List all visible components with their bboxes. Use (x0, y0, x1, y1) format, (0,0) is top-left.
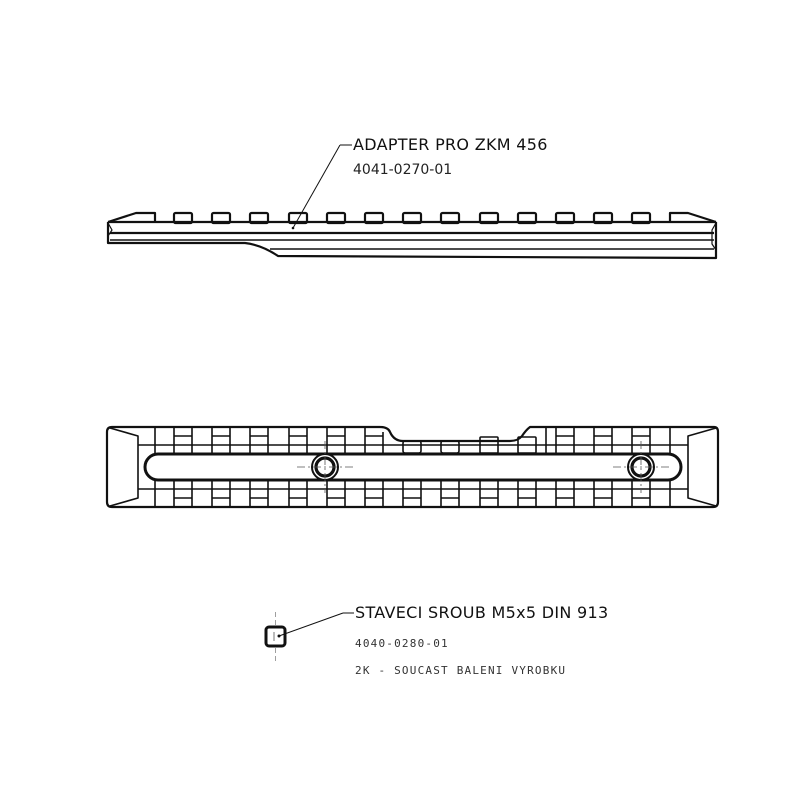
screw-note: 2K - SOUCAST BALENI VYROBKU (355, 664, 567, 677)
screw-leader-line (278, 612, 354, 637)
screw-part-number: 4040-0280-01 (355, 637, 449, 650)
screw-title: STAVECI SROUB M5x5 DIN 913 (355, 603, 609, 622)
centerlines (297, 441, 669, 493)
adapter-part-number: 4041-0270-01 (353, 162, 453, 178)
top-view-adapter (105, 425, 720, 509)
screw-detail (264, 612, 354, 662)
mounting-slot (143, 452, 683, 482)
adapter-title: ADAPTER PRO ZKM 456 (353, 135, 548, 154)
side-view-adapter (106, 211, 718, 260)
adapter-leader-line (292, 144, 352, 229)
